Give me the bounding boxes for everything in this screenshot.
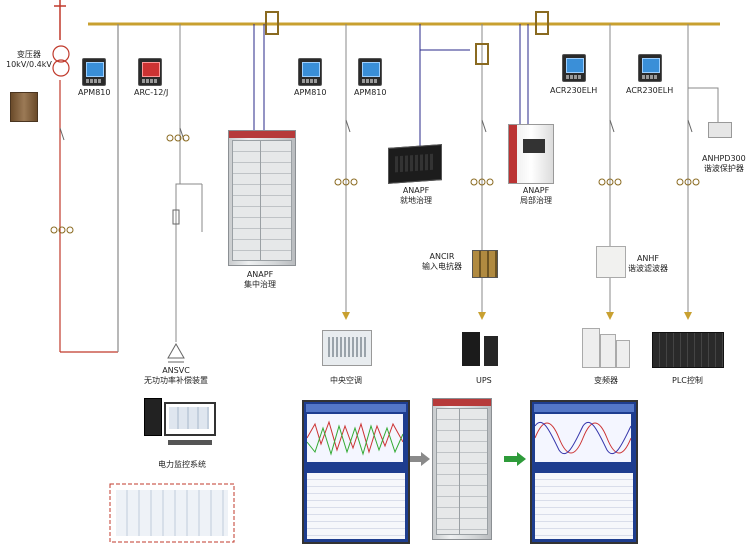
transformer-label: 变压器 10kV/0.4kV xyxy=(6,50,52,69)
branch-ct xyxy=(475,43,489,65)
meter-label-arc12j: ARC-12/J xyxy=(134,88,169,97)
anapf-partial-unit-icon xyxy=(508,124,554,184)
reactor-icon xyxy=(472,250,498,278)
hvac-label: 中央空调 xyxy=(330,376,362,385)
monitoring-screenshot xyxy=(116,490,228,536)
bus-ct-left xyxy=(265,11,279,35)
ansvc-label: ANSVC 无功功率补偿装置 xyxy=(144,366,208,385)
ancir-label: ANCIR 输入电抗器 xyxy=(422,252,462,271)
bus-ct-right xyxy=(535,11,549,35)
ups-icon xyxy=(462,332,480,366)
inverter-icon xyxy=(600,334,616,368)
monitoring-screenshot-frame xyxy=(109,483,235,543)
meter-label-acr230-a: ACR230ELH xyxy=(550,86,598,95)
cabinet-icon xyxy=(432,398,492,540)
before-analyzer-screen xyxy=(302,400,410,544)
fuse-icon xyxy=(172,209,180,225)
meter-label-acr230-b: ACR230ELH xyxy=(626,86,674,95)
anapf-local-label: ANAPF 就地治理 xyxy=(400,186,432,205)
inverter-icon xyxy=(616,340,630,368)
harmonic-filter-icon xyxy=(596,246,626,278)
arrow-right-icon xyxy=(504,452,526,466)
vfd-label: 变频器 xyxy=(594,376,618,385)
meter-label-apm810-b: APM810 xyxy=(294,88,327,97)
anhpd300-label: ANHPD300 谐波保护器 xyxy=(702,154,746,173)
meter-icon xyxy=(562,54,586,82)
computer-monitor-icon xyxy=(164,402,216,436)
air-conditioner-icon xyxy=(322,330,372,366)
plc-label: PLC控制 xyxy=(672,376,703,385)
cabinet-icon xyxy=(228,130,296,266)
meter-icon xyxy=(358,58,382,86)
after-analyzer-screen xyxy=(530,400,638,544)
ups-icon xyxy=(484,336,498,366)
computer-icon xyxy=(144,398,162,436)
inverter-icon xyxy=(582,328,600,368)
arrow-right-icon xyxy=(410,452,430,466)
clean-waveform xyxy=(535,414,631,462)
monitoring-label: 电力监控系统 xyxy=(158,460,206,469)
meter-label-apm810-a: APM810 xyxy=(78,88,111,97)
anapf-central-label: ANAPF 集中治理 xyxy=(244,270,276,289)
plc-icon xyxy=(652,332,724,368)
anapf-partial-label: ANAPF 局部治理 xyxy=(520,186,552,205)
meter-icon xyxy=(82,58,106,86)
anhf-label: ANHF 谐波滤波器 xyxy=(628,254,668,273)
keyboard-icon xyxy=(168,440,212,445)
anapf-local-control xyxy=(419,24,470,51)
ansvc-branch xyxy=(175,24,181,342)
capacitor-icon xyxy=(167,342,185,363)
meter-label-apm810-c: APM810 xyxy=(354,88,387,97)
harmonic-protector-icon xyxy=(708,122,732,138)
distorted-waveform xyxy=(307,414,403,462)
ups-label: UPS xyxy=(476,376,492,385)
meter-icon xyxy=(298,58,322,86)
anapf-local-unit-icon xyxy=(388,144,442,184)
transformer-icon xyxy=(10,92,38,122)
meter-icon xyxy=(138,58,162,86)
transformer-symbol-icon xyxy=(52,45,70,77)
meter-icon xyxy=(638,54,662,82)
